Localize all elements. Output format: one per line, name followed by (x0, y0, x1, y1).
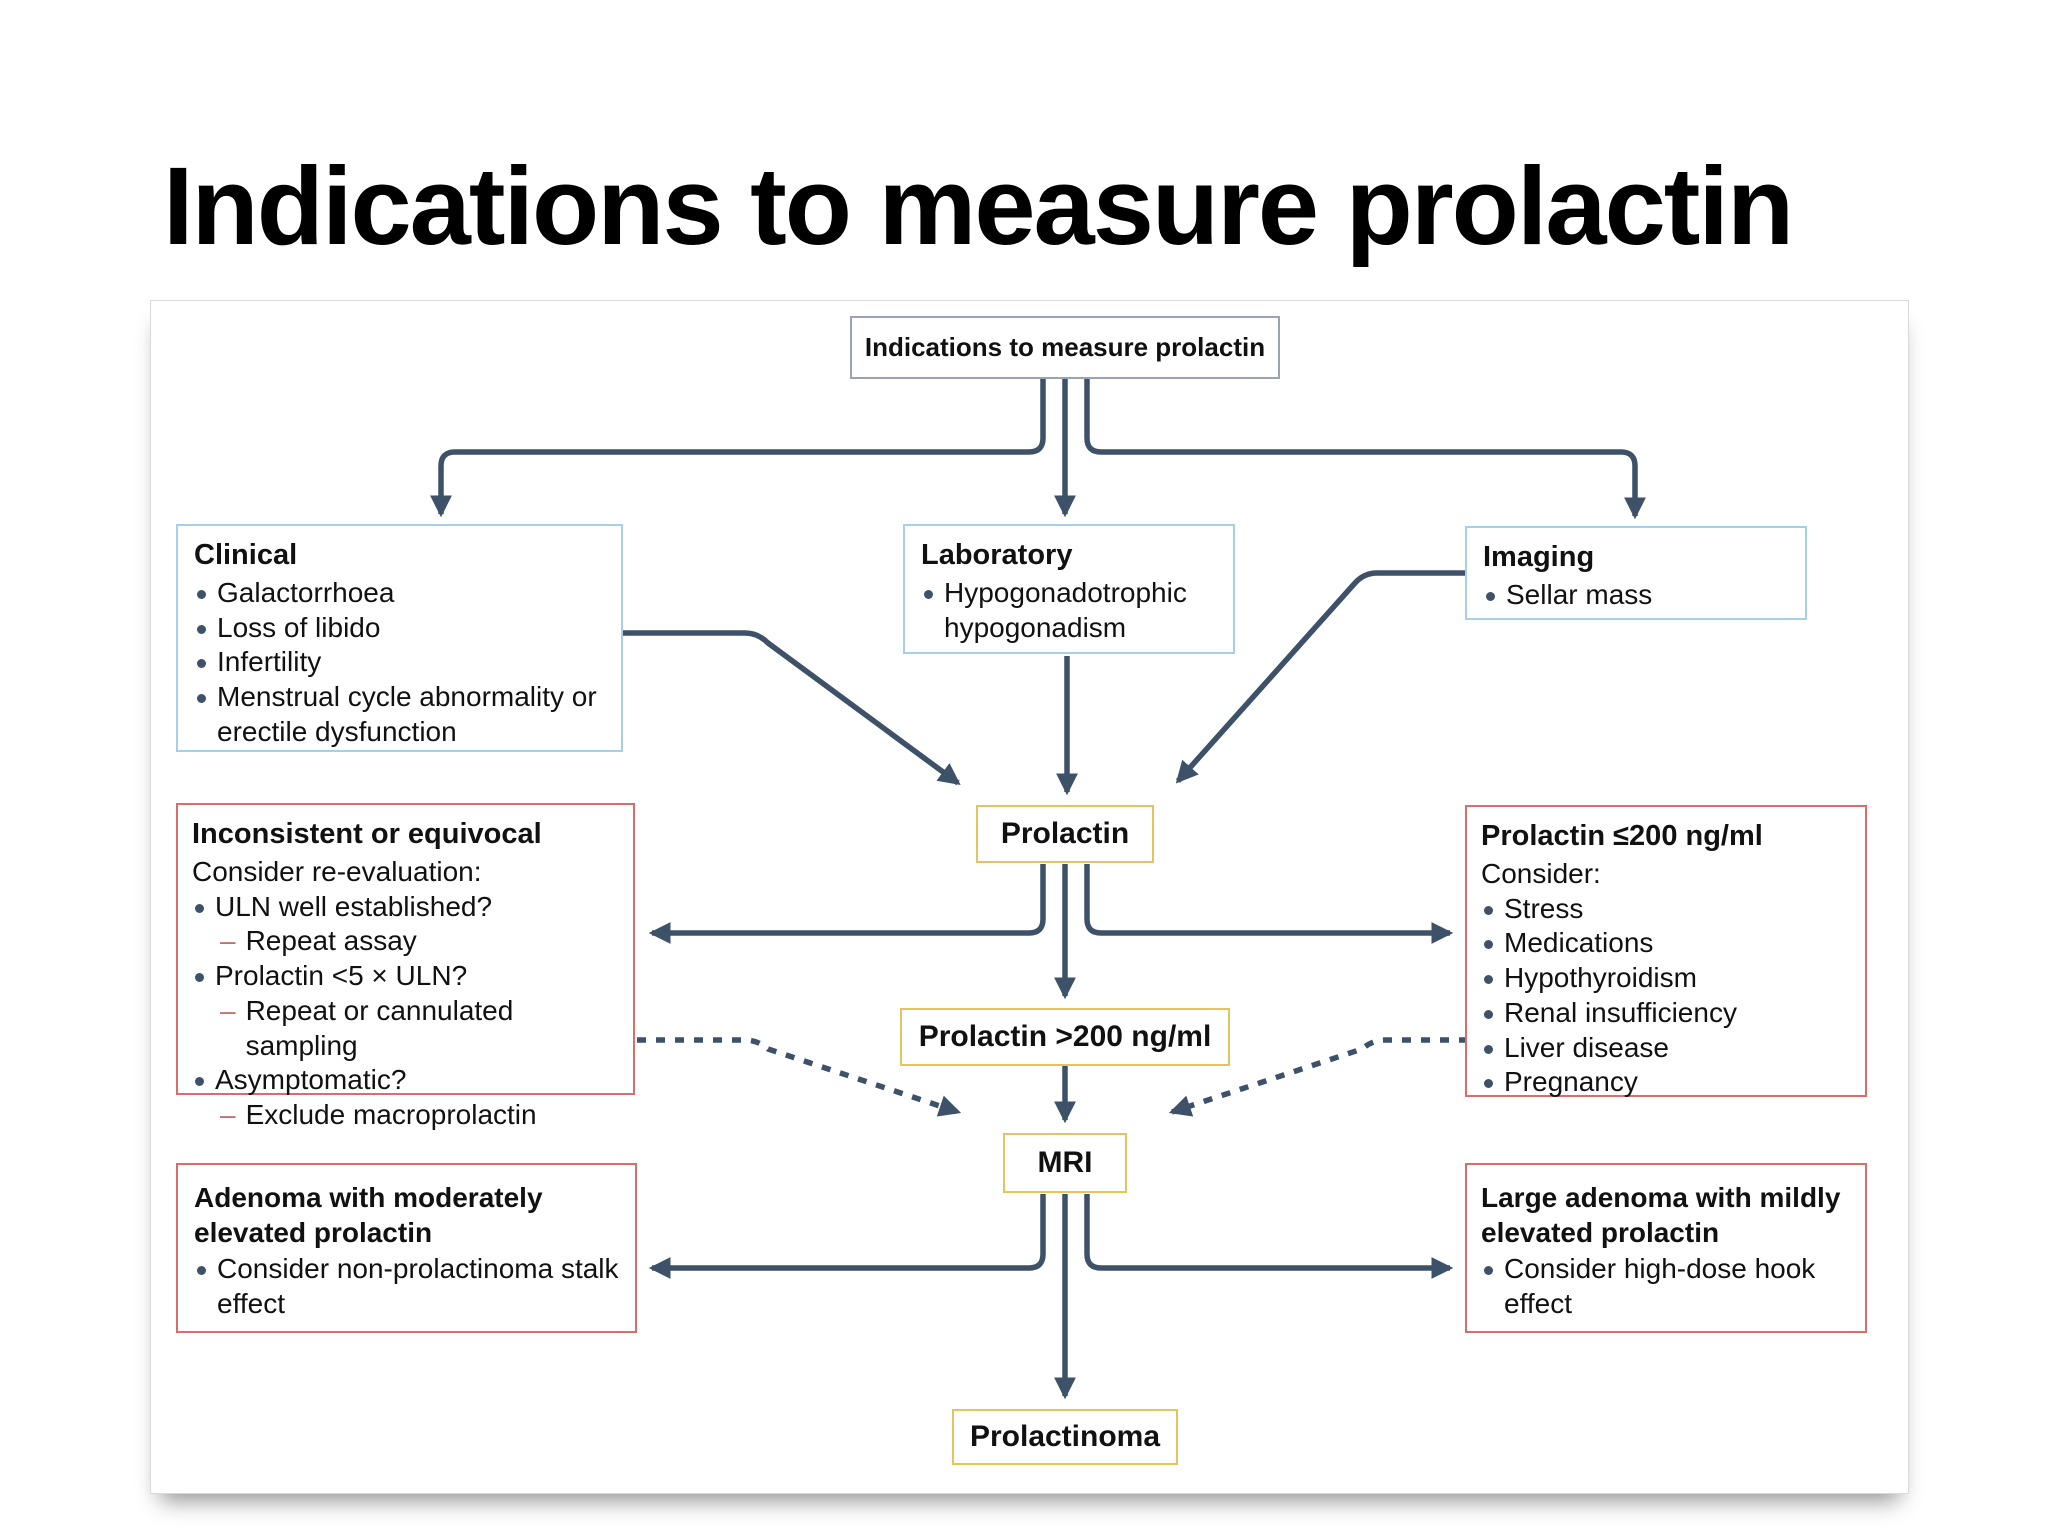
list-item: Liver disease (1481, 1031, 1857, 1066)
node-inconsistent: Inconsistent or equivocal Consider re-ev… (176, 803, 635, 1130)
node-prolactin-gt200: Prolactin >200 ng/ml (900, 1008, 1230, 1066)
bullet-icon (195, 973, 204, 983)
node-label: Prolactin (1000, 817, 1130, 851)
list-item: Pregnancy (1481, 1065, 1857, 1100)
node-indications-root: Indications to measure prolactin (850, 316, 1280, 379)
list-item-text: Liver disease (1504, 1031, 1669, 1063)
node-label: Indications to measure prolactin (864, 332, 1266, 363)
bullet-icon (1486, 591, 1495, 601)
list-item: Prolactin <5 × ULN? (192, 959, 625, 994)
list-subitem-text: Repeat or cannulated sampling (245, 994, 514, 1061)
node-prolactin-le200: Prolactin ≤200 ng/ml Consider: Stress Me… (1465, 805, 1867, 1097)
list-item: Stress (1481, 892, 1857, 927)
node-heading: Prolactin ≤200 ng/ml (1481, 820, 1763, 852)
list-item-text: Galactorrhoea (217, 576, 395, 608)
bullet-icon (197, 659, 206, 669)
list-item-text: Hypothyroidism (1504, 962, 1697, 994)
bullet-icon (1484, 1079, 1493, 1089)
list-item: Consider high-dose hook effect (1481, 1252, 1857, 1321)
bullet-icon (1484, 975, 1493, 985)
list-item: Renal insufficiency (1481, 996, 1857, 1031)
list-subitem: – Exclude macroprolactin (192, 1098, 625, 1133)
node-prolactin: Prolactin (976, 805, 1154, 863)
list-item-text: Infertility (217, 646, 322, 678)
list-item: ULN well established? (192, 890, 625, 925)
list-item: Menstrual cycle abnormality or erectile … (194, 680, 605, 749)
node-subheading: Consider: (1481, 857, 1601, 889)
node-clinical: Clinical Galactorrhoea Loss of libido In… (176, 524, 623, 752)
bullet-icon (1484, 1044, 1493, 1054)
list-item-text: Menstrual cycle abnormality or erectile … (217, 681, 597, 747)
node-heading: Imaging (1483, 541, 1595, 573)
list-item: Consider non-prolactinoma stalk effect (194, 1252, 619, 1321)
list-item-text: Loss of libido (217, 611, 381, 643)
list-subitem: – Repeat or cannulated sampling (192, 994, 625, 1063)
bullet-icon (197, 694, 206, 704)
list-item: Hypogonadotrophic hypogonadism (921, 576, 1217, 645)
dash-icon: – (220, 994, 236, 1026)
list-subitem: – Repeat assay (192, 924, 625, 959)
list-item: Sellar mass (1483, 578, 1789, 613)
node-heading: Laboratory (921, 539, 1073, 571)
list-item-text: Asymptomatic? (215, 1064, 407, 1096)
node-heading: Adenoma with moderately elevated prolact… (194, 1182, 543, 1248)
list-item: Medications (1481, 926, 1857, 961)
node-label: Prolactin >200 ng/ml (918, 1020, 1212, 1054)
node-heading: Large adenoma with mildly elevated prola… (1481, 1182, 1841, 1248)
list-item: Asymptomatic? (192, 1063, 625, 1098)
list-item-text: ULN well established? (215, 890, 493, 922)
list-item-text: Hypogonadotrophic hypogonadism (944, 576, 1187, 643)
bullet-icon (197, 1266, 206, 1276)
list-item-text: Sellar mass (1506, 578, 1653, 610)
list-item-text: Renal insufficiency (1504, 996, 1737, 1028)
node-prolactinoma: Prolactinoma (952, 1409, 1178, 1465)
node-heading: Clinical (194, 539, 298, 571)
bullet-icon (195, 903, 204, 913)
list-item: Galactorrhoea (194, 576, 605, 611)
node-imaging: Imaging Sellar mass (1465, 526, 1807, 620)
node-laboratory: Laboratory Hypogonadotrophic hypogonadis… (903, 524, 1235, 654)
bullet-icon (1484, 940, 1493, 950)
list-item-text: Consider non-prolactinoma stalk effect (217, 1253, 619, 1320)
bullet-icon (1484, 1266, 1493, 1276)
list-item-text: Consider high-dose hook effect (1504, 1253, 1816, 1320)
list-item: Loss of libido (194, 611, 605, 646)
dash-icon: – (220, 1098, 236, 1130)
list-subitem-text: Repeat assay (245, 925, 417, 957)
node-heading: Inconsistent or equivocal (192, 818, 542, 850)
bullet-icon (924, 589, 933, 599)
list-item-text: Pregnancy (1504, 1066, 1638, 1098)
list-item-text: Stress (1504, 892, 1584, 924)
bullet-icon (1484, 1009, 1493, 1019)
list-item-text: Medications (1504, 927, 1654, 959)
list-item: Infertility (194, 645, 605, 680)
node-mri: MRI (1003, 1133, 1127, 1193)
list-subitem-text: Exclude macroprolactin (245, 1098, 537, 1130)
node-label: Prolactinoma (969, 1420, 1161, 1454)
node-large-adenoma-hook-effect: Large adenoma with mildly elevated prola… (1465, 1163, 1867, 1333)
node-subheading: Consider re-evaluation: (192, 855, 482, 887)
dash-icon: – (220, 925, 236, 957)
page-title: Indications to measure prolactin (163, 145, 1794, 268)
bullet-icon (197, 589, 206, 599)
bullet-icon (195, 1077, 204, 1087)
node-adenoma-stalk-effect: Adenoma with moderately elevated prolact… (176, 1163, 637, 1333)
list-item-text: Prolactin <5 × ULN? (215, 960, 468, 992)
node-label: MRI (1037, 1146, 1093, 1180)
bullet-icon (1484, 905, 1493, 915)
bullet-icon (197, 624, 206, 634)
list-item: Hypothyroidism (1481, 961, 1857, 996)
